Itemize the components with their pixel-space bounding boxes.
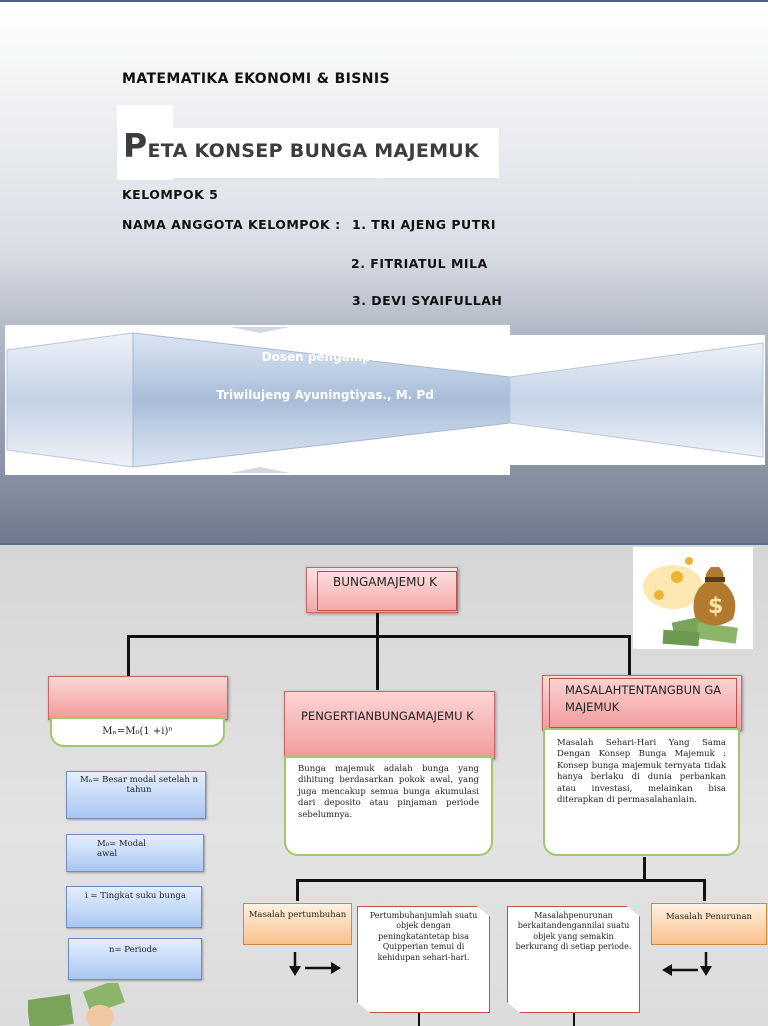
def-i-box: i = Tingkat suku bunga (66, 886, 202, 928)
def-n-box: n= Periode (68, 938, 202, 980)
top-border (0, 0, 768, 2)
def-mn-box: Mₙ= Besar modal setelah n tahun (66, 771, 206, 819)
definition-title: PENGERTIANBUNGAMAJEMU K (301, 709, 474, 723)
decline-arrows (662, 952, 712, 976)
def-mo: M₀= Modal awal (97, 839, 146, 859)
lecturer-name: Triwilujeng Ayuningtiyas., M. Pd (216, 388, 434, 402)
definition-text: Bunga majemuk adalah bunga yang dihitung… (284, 756, 493, 856)
members-label: NAMA ANGGOTA KELOMPOK : (122, 217, 341, 232)
formula-box: Mₙ=M₀(1 +i)ⁿ (50, 717, 225, 747)
main-title: PETA KONSEP BUNGA MAJEMUK (123, 126, 479, 165)
hand-money-icon (28, 983, 126, 1026)
member-3: 3. DEVI SYAIFULLAH (352, 293, 503, 308)
title-initial: P (123, 126, 148, 165)
problems-header: MASALAHTENTANGBUN GA MAJEMUK (542, 675, 742, 731)
group-label: KELOMPOK 5 (122, 187, 219, 202)
course-title: MATEMATIKA EKONOMI & BISNIS (122, 71, 390, 87)
root-node: BUNGAMAJEMU K (306, 567, 458, 613)
decline-text: Masalahpenurunan berkaitandengannilai su… (507, 906, 640, 1013)
decline-label-box: Masalah Penurunan (651, 903, 767, 945)
growth-label: Masalah pertumbuhan (248, 910, 347, 920)
connector (296, 879, 299, 901)
title-backdrop (117, 105, 173, 180)
connector (703, 879, 706, 901)
lecturer-label: Dosen pengampu : (261, 350, 389, 364)
root-label: BUNGAMAJEMU K (333, 575, 438, 589)
formula-header (48, 676, 228, 720)
def-mo-box: M₀= Modal awal (66, 834, 204, 872)
concept-map-page: BUNGAMAJEMU K Mₙ=M₀(1 +i)ⁿ Mₙ= Besar mod… (0, 543, 768, 1026)
growth-label-box: Masalah pertumbuhan (243, 903, 352, 945)
problems-title: MASALAHTENTANGBUN GA MAJEMUK (565, 683, 722, 714)
connector (296, 879, 705, 882)
def-i: i = Tingkat suku bunga (85, 891, 186, 901)
connector (376, 612, 379, 637)
title-backdrop-2 (173, 128, 499, 178)
connector (643, 857, 646, 881)
connector (628, 635, 631, 675)
connector (573, 1013, 575, 1026)
cover-page: MATEMATIKA EKONOMI & BISNIS PETA KONSEP … (0, 0, 768, 543)
decline-label: Masalah Penurunan (665, 912, 753, 922)
member-2: 2. FITRIATUL MILA (351, 256, 488, 271)
def-mn: Mₙ= Besar modal setelah n tahun (79, 775, 199, 795)
svg-text:$: $ (708, 594, 723, 619)
member-1: 1. TRI AJENG PUTRI (352, 217, 497, 232)
title-rest: ETA KONSEP BUNGA MAJEMUK (147, 140, 480, 162)
connector (127, 635, 130, 677)
money-bag-icon: $ (633, 547, 753, 649)
problems-text: Masalah Sehari-Hari Yang Sama Dengan Kon… (543, 728, 740, 856)
connector (376, 635, 379, 690)
growth-arrows (289, 952, 341, 976)
lecturer-ribbon: Dosen pengampu : Triwilujeng Ayuningtiya… (5, 325, 765, 475)
definition-header: PENGERTIANBUNGAMAJEMU K (284, 691, 495, 759)
growth-text: Pertumbuhanjumlah suatu objek dengan pen… (357, 906, 490, 1013)
connector (418, 1013, 420, 1026)
def-n: n= Periode (109, 945, 158, 955)
